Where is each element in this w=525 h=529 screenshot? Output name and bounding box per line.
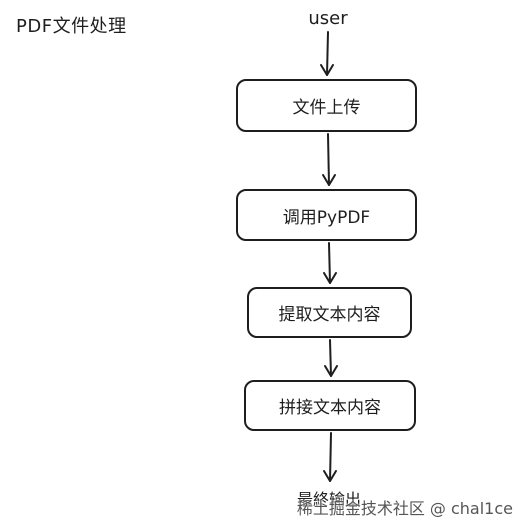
arrow-user-to-upload — [320, 31, 334, 76]
arrow-pypdf-to-extract — [323, 242, 337, 284]
diagram-title: PDF文件处理 — [16, 16, 127, 37]
final-output-label: 最終输出 — [296, 490, 361, 509]
actor-user-label: user — [308, 8, 348, 29]
step-label-concat: 拼接文本内容 — [279, 398, 381, 418]
step-label-pypdf: 调用PyPDF — [282, 207, 371, 228]
watermark-text: 稀土掘金技术社区 @ chal1ce — [296, 499, 513, 518]
arrow-concat-to-output — [323, 432, 337, 482]
step-box-pypdf: 调用PyPDF — [236, 189, 417, 241]
arrow-extract-to-concat — [324, 339, 338, 377]
arrow-upload-to-pypdf — [322, 133, 336, 186]
step-box-extract: 提取文本内容 — [247, 287, 412, 338]
step-label-upload: 文件上传 — [292, 98, 361, 118]
step-box-concat: 拼接文本内容 — [244, 380, 416, 431]
step-box-upload: 文件上传 — [236, 79, 417, 132]
step-label-extract: 提取文本内容 — [278, 305, 381, 325]
